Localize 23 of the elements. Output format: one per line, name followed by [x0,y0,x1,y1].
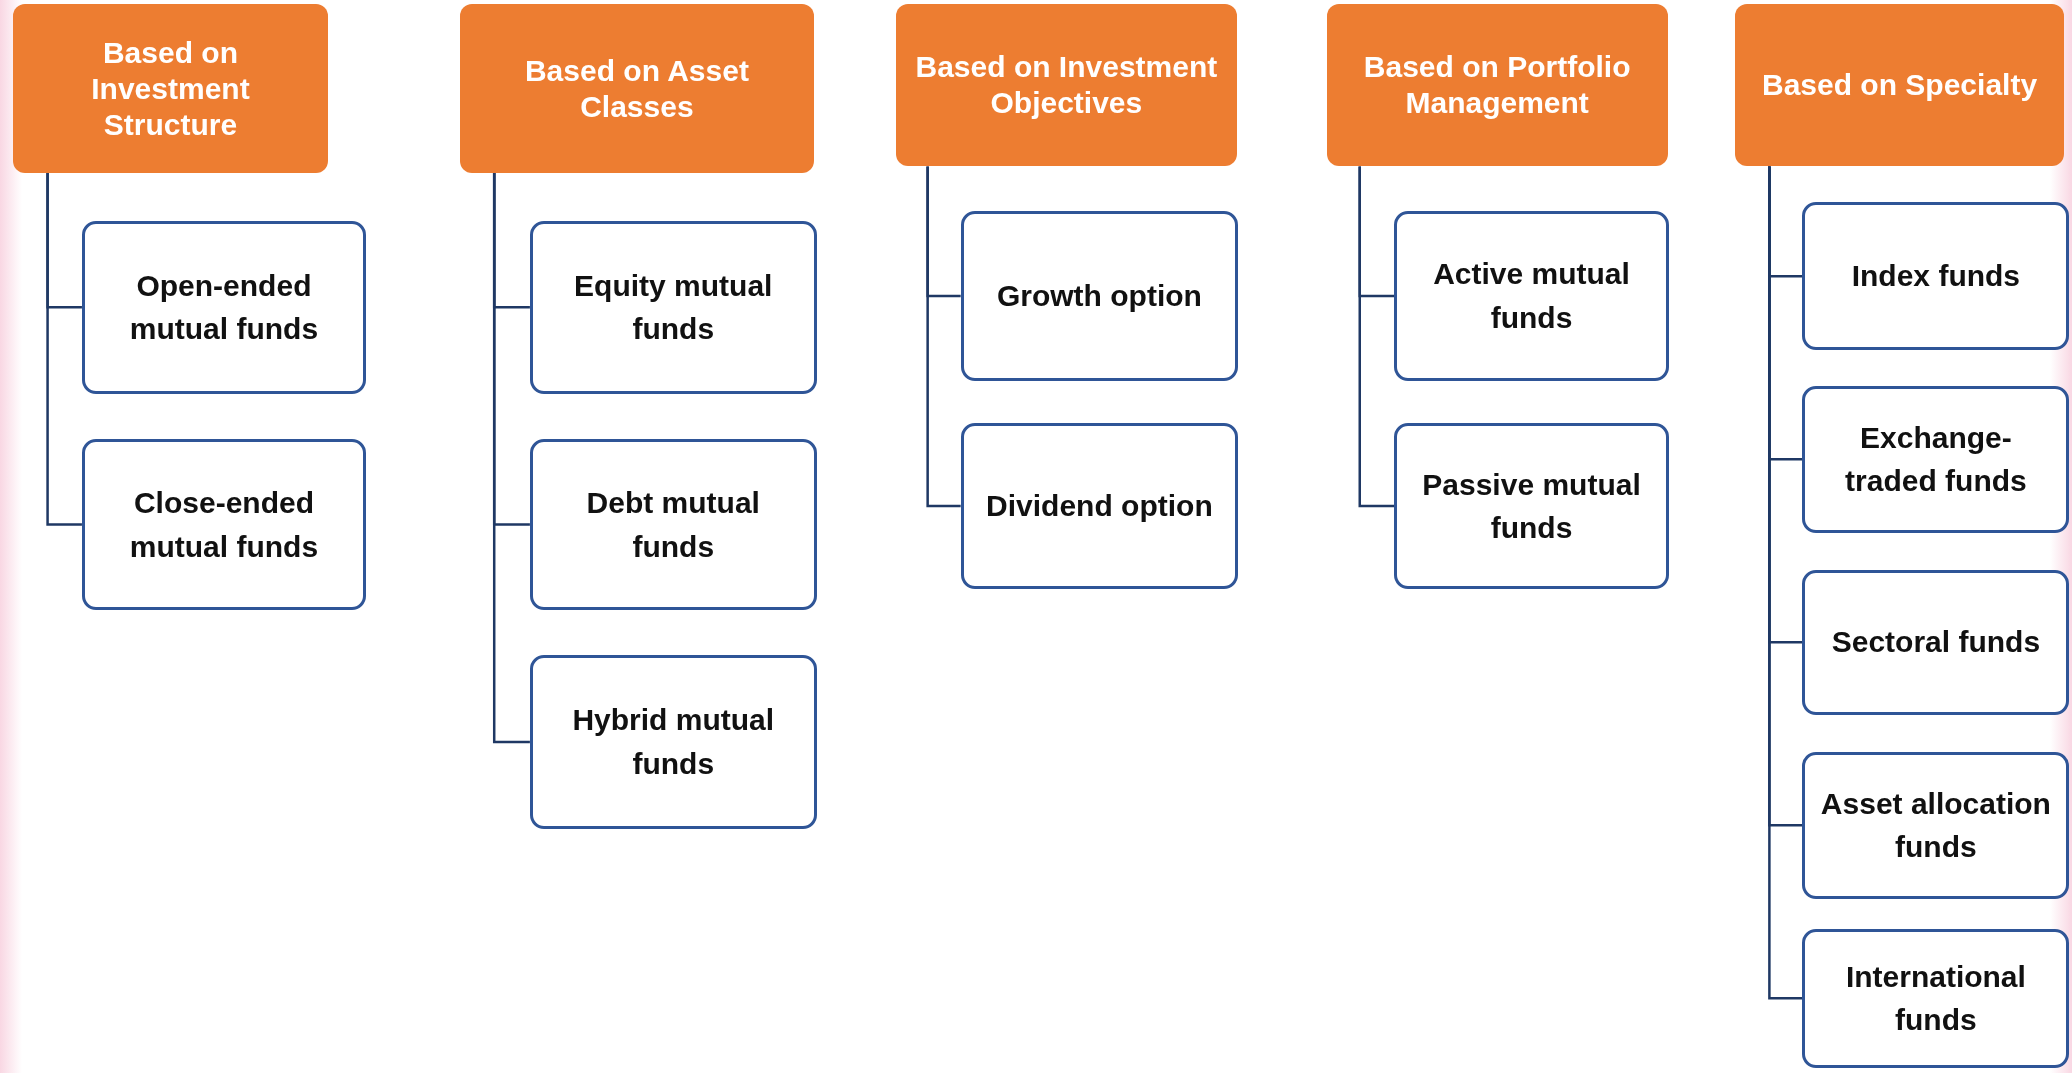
category-header-box: Based on Investment Objectives [895,3,1237,167]
fund-type-box: Dividend option [960,422,1239,590]
category-header-box: Based on Specialty [1735,3,2065,167]
category-header-box: Based on Investment Structure [13,3,328,174]
fund-type-box: Equity mutual funds [529,220,817,394]
category-header-box: Based on Portfolio Management [1326,3,1668,167]
fund-type-box: Sectoral funds [1802,569,2070,715]
connector-line [46,173,82,526]
fund-type-box: Close-ended mutual funds [81,438,366,611]
connector-line [492,173,530,744]
fund-type-box: Active mutual funds [1394,211,1669,381]
fund-type-box: Debt mutual funds [529,438,817,611]
fund-type-box: Open-ended mutual funds [81,220,366,394]
connector-line [1358,166,1395,508]
fund-type-box: International funds [1802,928,2070,1068]
fund-type-box: Exchange-traded funds [1802,385,2070,533]
connector-line [926,166,961,508]
fund-type-box: Passive mutual funds [1394,422,1669,590]
fund-type-box: Index funds [1802,202,2070,351]
category-header-box: Based on Asset Classes [459,3,814,174]
fund-type-box: Growth option [960,211,1239,381]
fund-type-box: Asset allocation funds [1802,751,2070,899]
fund-type-box: Hybrid mutual funds [529,655,817,829]
